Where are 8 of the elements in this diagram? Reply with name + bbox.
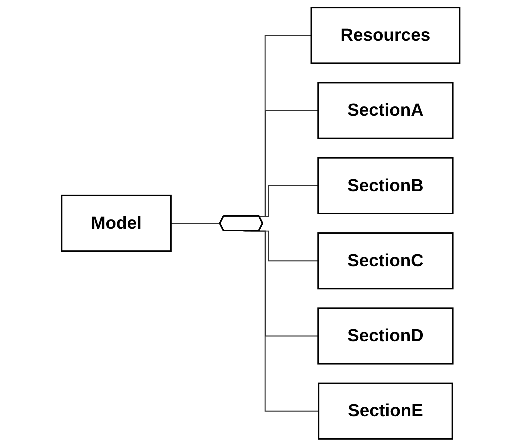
node-box: SectionA	[318, 82, 454, 140]
connector	[170, 223, 222, 224]
node-box: Resources	[310, 7, 461, 64]
node-box: SectionB	[318, 157, 454, 214]
node-box: SectionC	[318, 232, 454, 290]
node-box: Model	[61, 194, 172, 252]
node-box: SectionE	[318, 382, 454, 440]
node-box: SectionD	[318, 308, 454, 365]
